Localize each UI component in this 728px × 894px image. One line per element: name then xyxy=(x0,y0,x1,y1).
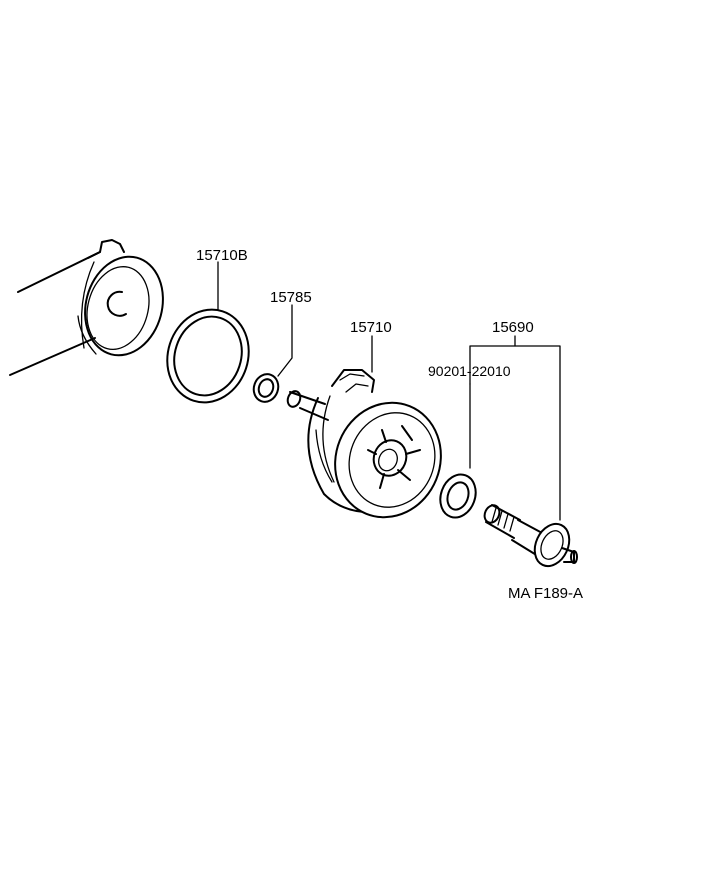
oil-cooler-drawing xyxy=(286,335,442,519)
label-union-bolt-assy: 15690 xyxy=(492,319,534,336)
label-oil-cooler: 15710 xyxy=(350,319,392,336)
union-bolt-drawing xyxy=(469,335,578,568)
small-o-ring-drawing xyxy=(252,304,293,403)
label-washer: 90201-22010 xyxy=(428,363,511,379)
label-gasket-large: 15710B xyxy=(196,247,248,264)
figure-code: MA F189-A xyxy=(508,585,583,602)
washer-drawing xyxy=(439,383,477,519)
filter-housing-drawing xyxy=(9,239,164,376)
label-gasket-small: 15785 xyxy=(270,289,312,306)
large-o-ring-drawing xyxy=(166,261,250,404)
